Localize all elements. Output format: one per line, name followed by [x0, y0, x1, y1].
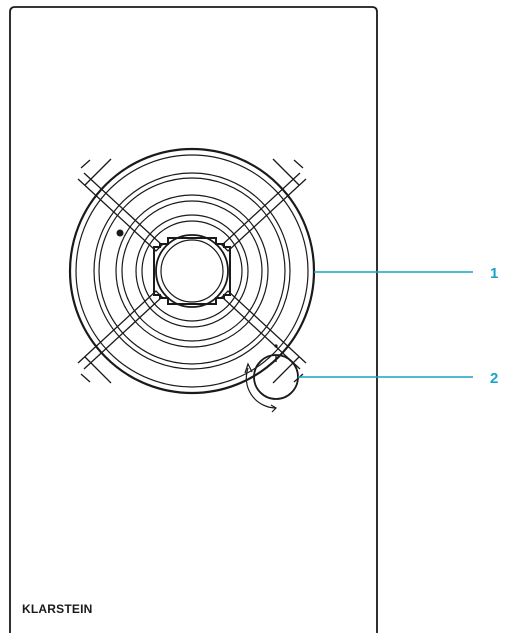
callout-2-label: 2 — [490, 370, 498, 387]
burner-icon — [68, 147, 316, 395]
burner-outer-ring — [68, 147, 316, 395]
burner-cap — [155, 234, 229, 308]
callout-2: 2 — [298, 370, 498, 387]
callout-1: 1 — [314, 265, 498, 282]
hob-outline — [9, 6, 378, 633]
callout-1-label: 1 — [490, 265, 498, 282]
rotation-arrow-icon — [245, 367, 277, 409]
burner-crown — [153, 237, 231, 305]
knob-indicator-dot — [274, 344, 278, 348]
control-knob-icon — [244, 344, 299, 413]
pan-support-grate — [77, 158, 307, 384]
brand-logo: KLARSTEIN — [22, 602, 92, 616]
igniter-icon — [116, 229, 124, 237]
